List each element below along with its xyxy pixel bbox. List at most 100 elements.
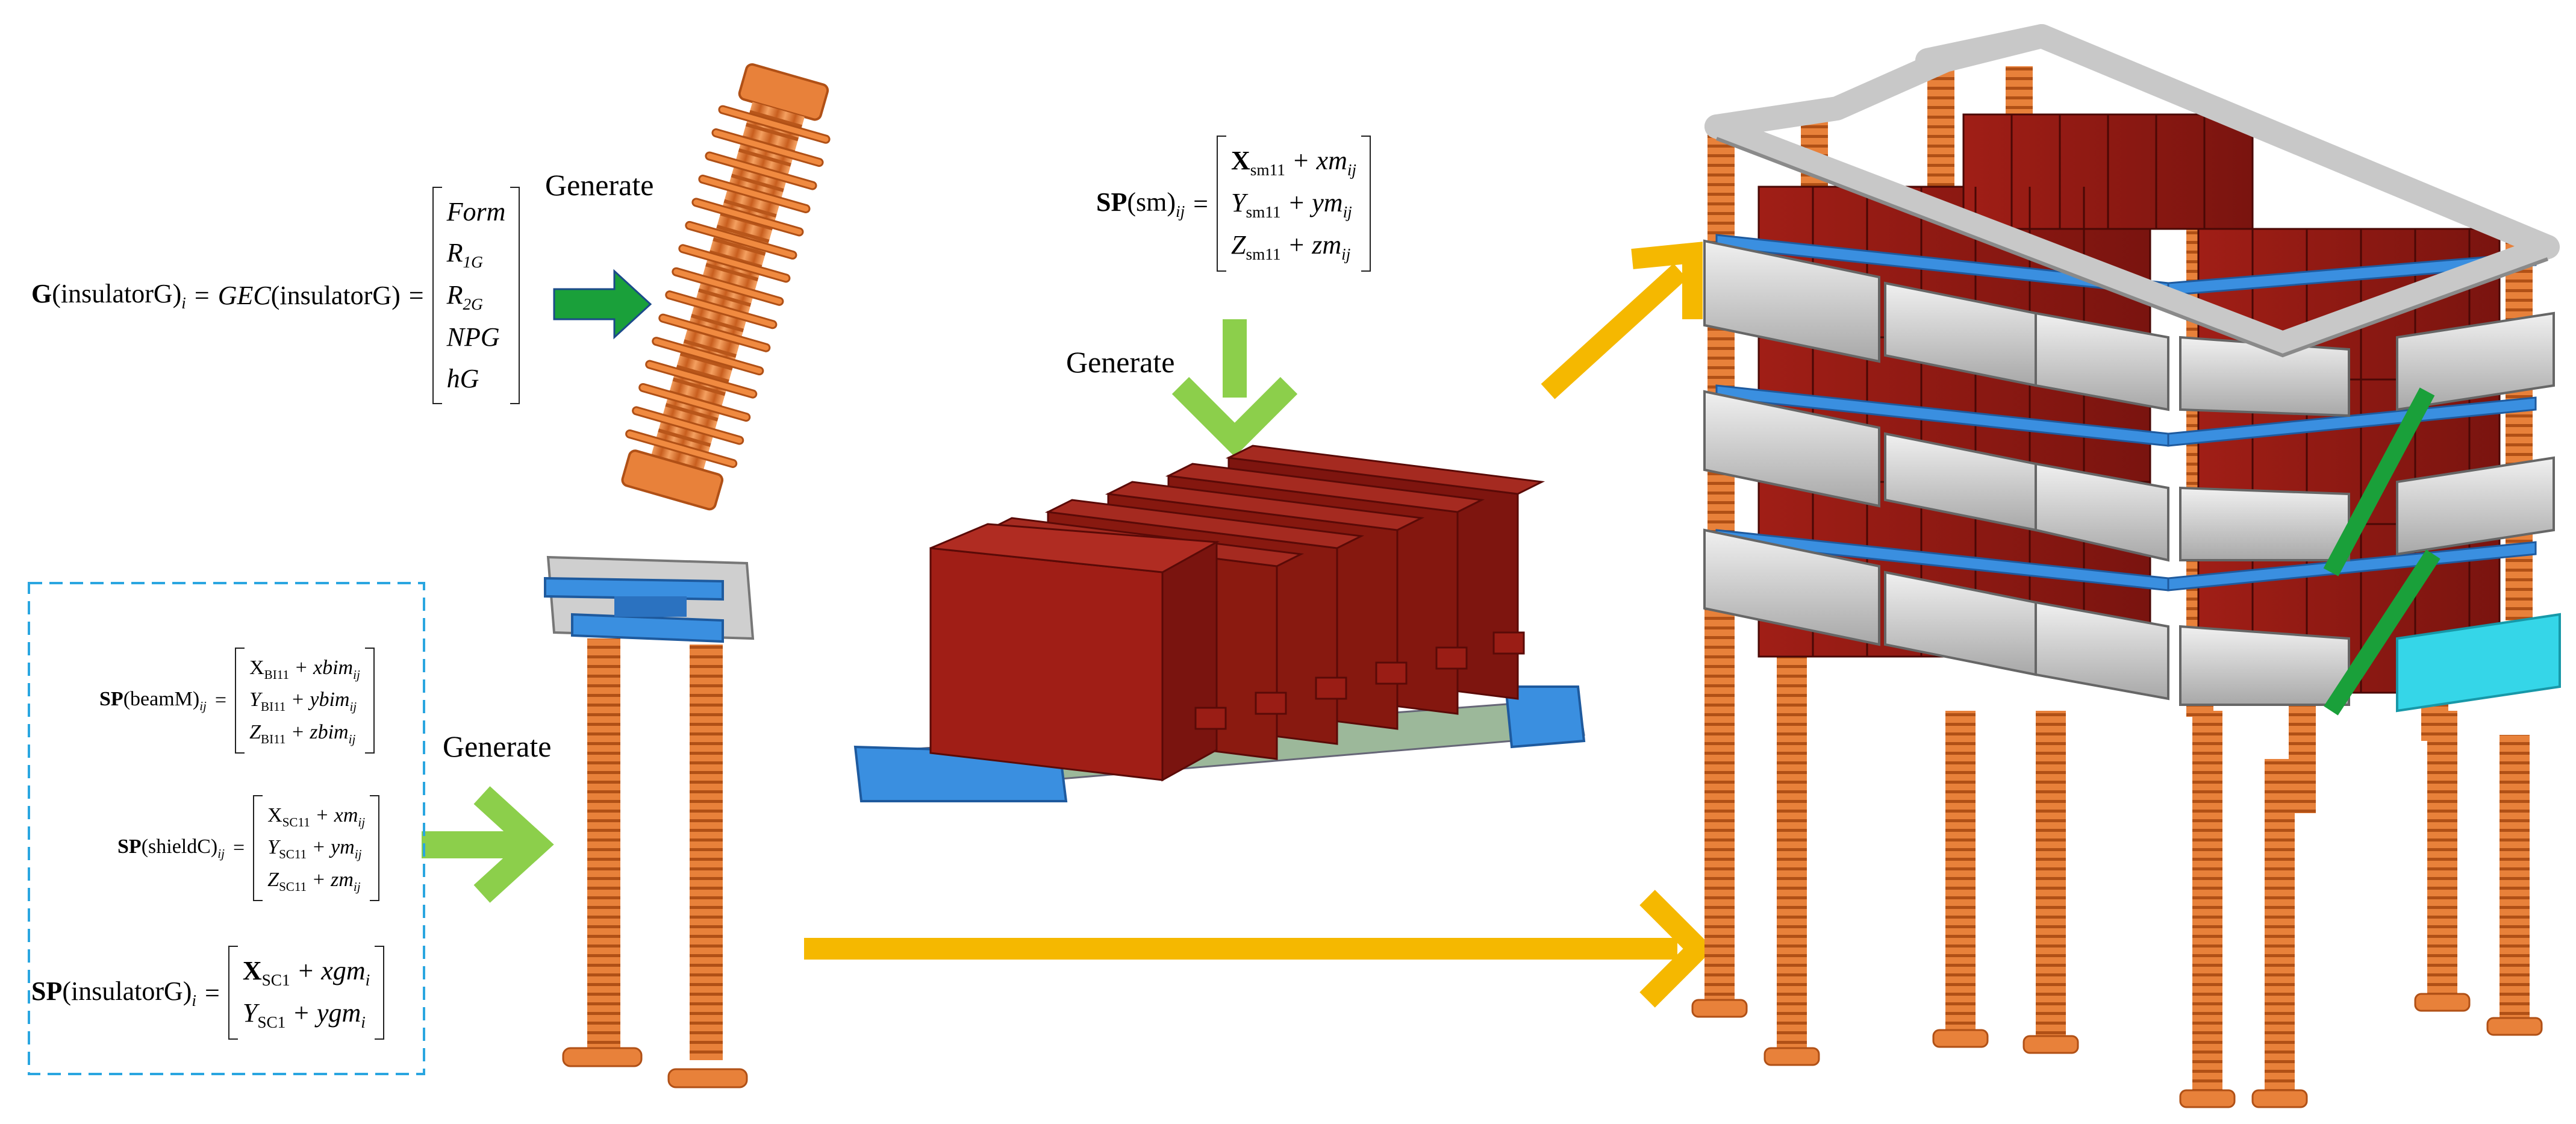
matrix-row: R2G <box>447 275 506 317</box>
row-offset: + ybim <box>290 688 350 711</box>
row-offset-sub: ij <box>1343 202 1352 221</box>
equation-shield-position: SP(shieldC)ij = XSC11 + xmij YSC11 + ymi… <box>117 795 380 902</box>
row-var: Z <box>267 868 279 891</box>
generate-label-3: Generate <box>443 729 552 763</box>
row-var: Y <box>249 688 261 711</box>
row-offset: + xm <box>315 804 358 826</box>
equation-submodule-position: SP(sm)ij = Xsm11 + xmij Ysm11 + ymij Zsm… <box>1096 136 1371 272</box>
row-var-sub: sm11 <box>1246 245 1281 263</box>
row-offset-sub: ij <box>353 879 361 894</box>
eq-shield-matrix: XSC11 + xmij YSC11 + ymij ZSC11 + zmij <box>253 795 380 902</box>
row-var: Z <box>1231 230 1246 260</box>
row-offset: + zm <box>1287 230 1342 260</box>
matrix-row: ZSC11 + zmij <box>267 864 365 896</box>
row-offset-sub: ij <box>354 847 362 862</box>
row-offset-sub: ij <box>1341 245 1351 263</box>
eq-lhs-arg: (beamM) <box>123 687 200 710</box>
equation-insulator-position: SP(insulatorG)i = XSC1 + xgmi YSC1 + ygm… <box>31 946 385 1040</box>
row-var-sub: BI11 <box>264 667 290 682</box>
row-var-sub: sm11 <box>1246 202 1281 221</box>
eq-equals: = <box>214 689 227 712</box>
eq-lhs-arg: (insulatorG) <box>52 278 182 308</box>
row-offset-sub: ij <box>348 731 356 746</box>
matrix-row: hG <box>446 363 479 393</box>
row-var: X <box>249 657 264 679</box>
eq-lhs-symbol: SP <box>99 687 123 710</box>
equation-beam-position: SP(beamM)ij = XBI11 + xbimij YBI11 + ybi… <box>99 648 375 754</box>
eq-insulator2-matrix: XSC1 + xgmi YSC1 + ygmi <box>228 946 385 1040</box>
row-offset-sub: ij <box>349 699 357 714</box>
generate-label-1: Generate <box>545 168 654 202</box>
matrix-row: NPG <box>446 322 500 352</box>
row-var-sub: BI11 <box>261 699 286 714</box>
eq-equals: = <box>205 978 220 1008</box>
row-var: Y <box>267 836 279 859</box>
matrix-row-symbol: R <box>446 280 463 310</box>
eq-lhs-symbol: G <box>31 278 52 308</box>
eq-equals-2: = <box>408 280 424 310</box>
matrix-row: XSC1 + xgmi <box>243 951 370 993</box>
eq-sm-matrix: Xsm11 + xmij Ysm11 + ymij Zsm11 + zmij <box>1217 136 1371 272</box>
row-offset: + ym <box>1287 188 1343 218</box>
eq-lhs-sub: i <box>181 293 186 312</box>
row-offset: + ygm <box>292 998 361 1028</box>
eq-lhs-arg: (sm) <box>1127 187 1176 217</box>
matrix-row: XSC11 + xmij <box>267 800 365 832</box>
eq-equals: = <box>232 837 245 860</box>
row-var-sub: BI11 <box>261 731 286 746</box>
eq-beam-matrix: XBI11 + xbimij YBI11 + ybimij ZBI11 + zb… <box>235 648 375 754</box>
matrix-row: YSC1 + ygmi <box>243 993 370 1035</box>
matrix-row: R1G <box>447 233 506 275</box>
matrix-row: YBI11 + ybimij <box>249 684 360 716</box>
insulator-single-model <box>621 63 831 511</box>
eq-lhs-arg: (shieldC) <box>141 835 218 858</box>
eq-lhs-sub: ij <box>217 846 225 861</box>
dashed-equation-box <box>28 582 425 1075</box>
matrix-row-symbol: R <box>446 238 463 268</box>
eq-lhs-symbol: SP <box>31 976 63 1006</box>
matrix-row: Xsm11 + xmij <box>1231 140 1356 183</box>
row-var: X <box>267 804 282 826</box>
row-offset: + xbim <box>294 657 354 679</box>
row-var: Y <box>242 998 258 1028</box>
row-offset: + xm <box>1291 146 1347 175</box>
matrix-row: XBI11 + xbimij <box>249 652 360 684</box>
row-offset: + ym <box>311 836 355 859</box>
yellow-arrow-lower <box>804 890 1714 1008</box>
row-var: X <box>242 956 262 985</box>
matrix-row: ZBI11 + zbimij <box>249 717 360 749</box>
eq-insulator-matrix: Form R1G R2G NPG hG <box>432 187 520 404</box>
eq-fn-arg: (insulatorG) <box>270 280 401 310</box>
row-offset-sub: ij <box>1347 160 1357 179</box>
eq-lhs-sub: ij <box>199 698 207 713</box>
yellow-arrow-upper <box>1541 242 1703 399</box>
eq-lhs-symbol: SP <box>1096 187 1127 217</box>
row-var: Y <box>1231 188 1246 218</box>
row-offset-sub: i <box>361 1013 366 1031</box>
eq-lhs-symbol: SP <box>117 835 142 858</box>
submodule-model <box>853 445 1586 802</box>
eq-lhs-sub: ij <box>1176 202 1185 220</box>
green-arrow-right-1 <box>553 269 652 340</box>
row-var-sub: SC1 <box>261 970 290 989</box>
valve-tower-model <box>1691 24 2561 1108</box>
row-var: Z <box>249 720 261 743</box>
eq-equals: = <box>1193 189 1208 219</box>
eq-lhs-sub: i <box>192 991 196 1010</box>
row-offset-sub: i <box>365 970 370 989</box>
generate-label-2: Generate <box>1066 345 1175 379</box>
eq-equals-1: = <box>194 280 210 310</box>
green-arrow-right-2 <box>422 786 554 903</box>
matrix-row-sub: 2G <box>463 295 483 314</box>
green-arrow-down <box>1171 319 1298 457</box>
matrix-row: Zsm11 + zmij <box>1231 225 1356 267</box>
row-offset: + zbim <box>290 720 349 743</box>
row-offset-sub: ij <box>353 667 360 682</box>
row-offset-sub: ij <box>358 814 366 829</box>
row-var-sub: SC11 <box>279 879 307 894</box>
matrix-row-sub: 1G <box>463 252 483 271</box>
insulator-beam-assembly <box>544 555 755 1088</box>
row-var-sub: SC11 <box>279 847 307 862</box>
matrix-row: Ysm11 + ymij <box>1231 183 1356 225</box>
